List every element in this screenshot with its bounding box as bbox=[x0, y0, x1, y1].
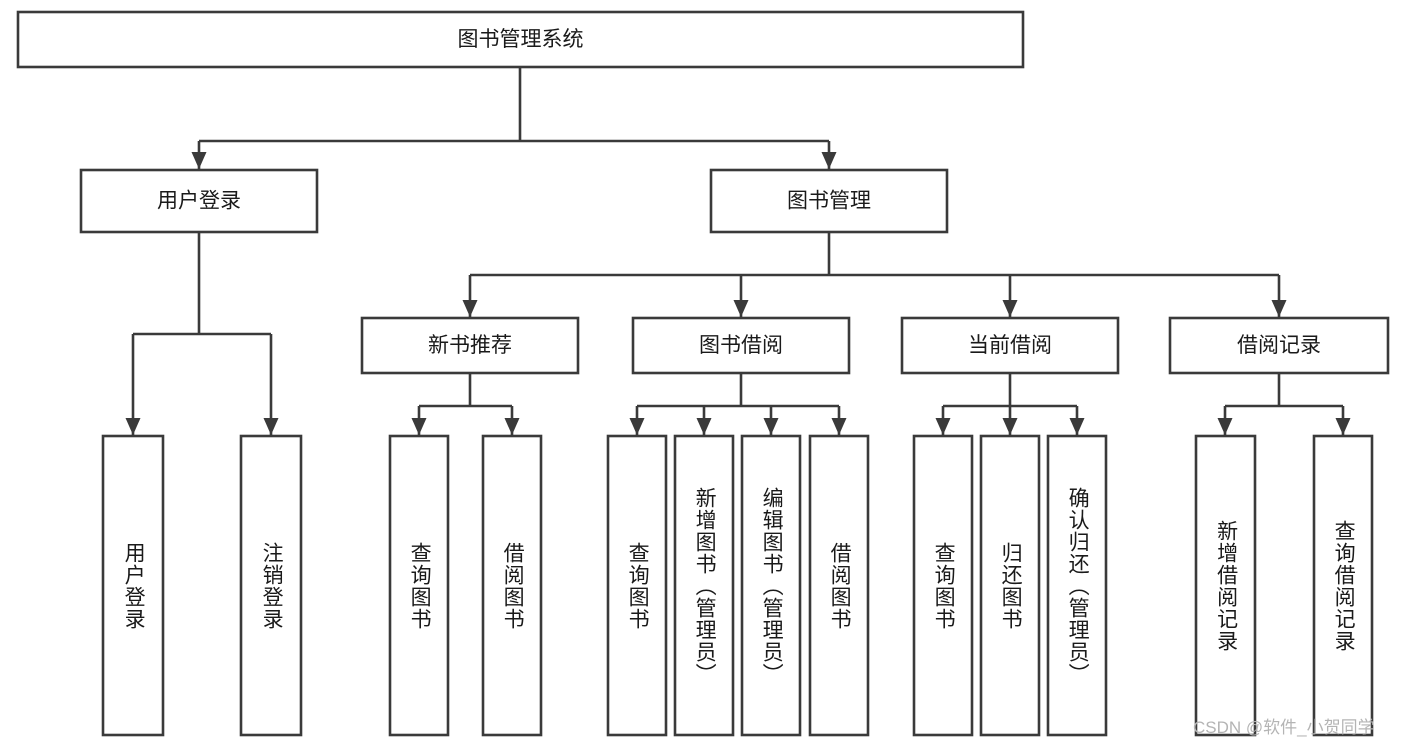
csdn-watermark: CSDN @软件_小贺同学 bbox=[1193, 718, 1375, 737]
arrow-head-icon bbox=[1217, 418, 1233, 435]
leaf-node-leaf-add-borrow-record[interactable] bbox=[1194, 434, 1257, 737]
edge-record-to-leaves bbox=[1223, 373, 1345, 435]
leaf-node-leaf-query-book-1[interactable] bbox=[388, 434, 450, 737]
leaf-node-leaf-query-borrow-record[interactable] bbox=[1312, 434, 1374, 737]
arrow-head-icon bbox=[935, 418, 951, 435]
node-label-root: 图书管理系统 bbox=[458, 28, 584, 51]
arrow-head-icon bbox=[191, 152, 207, 169]
node-new-book-recommend[interactable] bbox=[360, 316, 580, 375]
leaf-node-leaf-logout-login[interactable] bbox=[239, 434, 303, 737]
boxes-layer bbox=[16, 10, 1390, 737]
node-label-borrow-record: 借阅记录 bbox=[1237, 334, 1321, 357]
node-root[interactable] bbox=[16, 10, 1025, 69]
node-label-book-borrow: 图书借阅 bbox=[699, 334, 783, 357]
connectors-layer bbox=[125, 67, 1351, 435]
node-current-borrow[interactable] bbox=[900, 316, 1120, 375]
node-user-login[interactable] bbox=[79, 168, 319, 234]
node-label-new-book-recommend: 新书推荐 bbox=[428, 334, 512, 357]
arrow-head-icon bbox=[504, 418, 520, 435]
node-book-manage[interactable] bbox=[709, 168, 949, 234]
edge-userlogin-to-leaves bbox=[131, 232, 273, 435]
arrow-head-icon bbox=[1002, 300, 1018, 317]
arrow-head-icon bbox=[1335, 418, 1351, 435]
leaf-node-leaf-return-book[interactable] bbox=[979, 434, 1041, 737]
node-label-user-login: 用户登录 bbox=[157, 190, 241, 213]
arrow-head-icon bbox=[462, 300, 478, 317]
arrow-head-icon bbox=[831, 418, 847, 435]
leaf-node-leaf-edit-book-admin[interactable] bbox=[740, 434, 802, 737]
arrow-head-icon bbox=[411, 418, 427, 435]
node-label-current-borrow: 当前借阅 bbox=[968, 334, 1052, 357]
edge-root-to-level2 bbox=[197, 67, 831, 169]
edge-borrow-to-leaves bbox=[635, 373, 841, 435]
arrow-head-icon bbox=[1002, 418, 1018, 435]
leaf-node-leaf-add-book-admin[interactable] bbox=[673, 434, 735, 737]
leaf-node-leaf-confirm-return-admin[interactable] bbox=[1046, 434, 1108, 737]
node-book-borrow[interactable] bbox=[631, 316, 851, 375]
arrow-head-icon bbox=[696, 418, 712, 435]
leaf-node-leaf-user-login[interactable] bbox=[101, 434, 165, 737]
arrow-head-icon bbox=[125, 418, 141, 435]
arrow-head-icon bbox=[821, 152, 837, 169]
node-label-book-manage: 图书管理 bbox=[787, 190, 871, 213]
arrow-head-icon bbox=[733, 300, 749, 317]
arrow-head-icon bbox=[763, 418, 779, 435]
arrow-head-icon bbox=[629, 418, 645, 435]
arrow-head-icon bbox=[263, 418, 279, 435]
leaf-node-leaf-query-book-3[interactable] bbox=[912, 434, 974, 737]
leaf-node-leaf-borrow-book-1[interactable] bbox=[481, 434, 543, 737]
edge-recommend-to-leaves bbox=[417, 373, 514, 435]
node-borrow-record[interactable] bbox=[1168, 316, 1390, 375]
arrow-head-icon bbox=[1069, 418, 1085, 435]
arrow-head-icon bbox=[1271, 300, 1287, 317]
leaf-node-leaf-query-book-2[interactable] bbox=[606, 434, 668, 737]
edge-bookmanage-to-level3 bbox=[468, 232, 1281, 317]
leaf-node-leaf-borrow-book-2[interactable] bbox=[808, 434, 870, 737]
